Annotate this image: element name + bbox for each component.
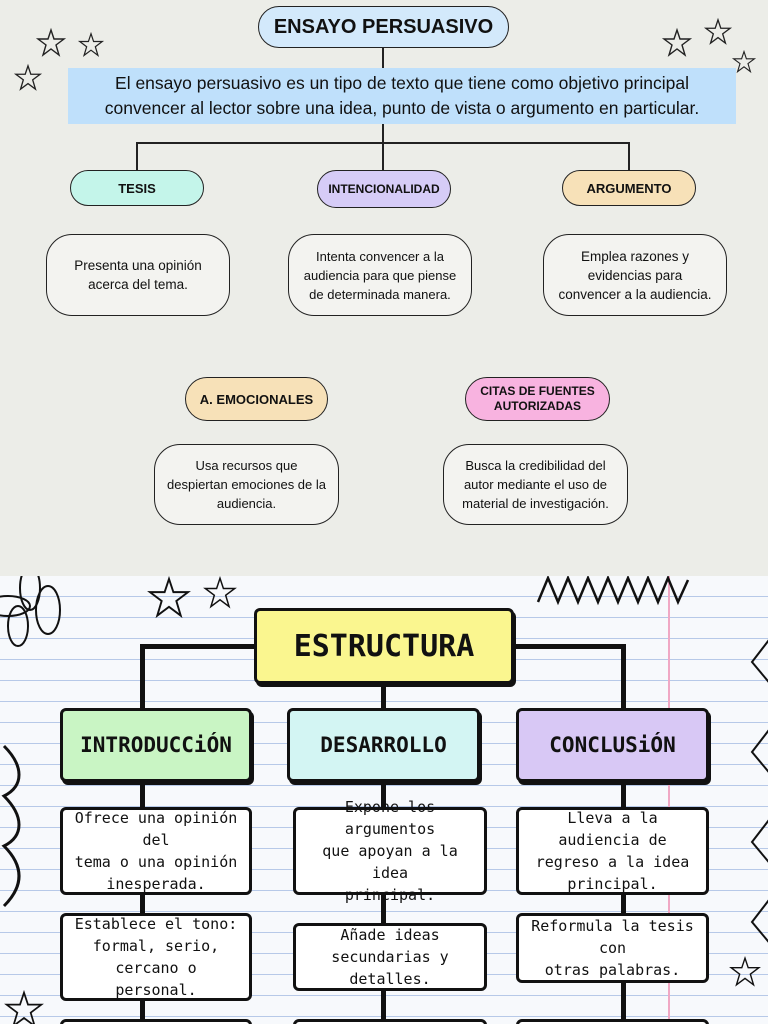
column-heading-desarrollo: DESARROLLO bbox=[287, 708, 480, 782]
star-icon bbox=[13, 63, 43, 91]
item-line: Expone los argumentos bbox=[344, 798, 436, 838]
item-line: personal. bbox=[115, 981, 197, 999]
concept-description: Presenta una opinión acerca del tema. bbox=[46, 234, 230, 316]
intro-line: El ensayo persuasivo es un tipo de texto… bbox=[115, 73, 689, 93]
structure-item: Expone los argumentos que apoyan a la id… bbox=[293, 798, 487, 904]
star-icon bbox=[661, 27, 693, 57]
item-line: Establece el tono: bbox=[74, 915, 238, 933]
item-line: Reformula la tesis con bbox=[531, 917, 694, 957]
concept-pill-intencionalidad: INTENCIONALIDAD bbox=[317, 170, 451, 208]
structure-title: ESTRUCTURA bbox=[254, 608, 514, 684]
concept-pill-tesis: TESIS bbox=[70, 170, 204, 206]
star-icon bbox=[703, 17, 733, 45]
description-line: Busca la credibilidad del bbox=[465, 458, 606, 473]
column-heading-text: DESARROLLO bbox=[320, 733, 447, 757]
structure-item: Ofrece una opinión del tema o una opinió… bbox=[60, 807, 252, 895]
item-line: tema o una opinión bbox=[74, 853, 238, 871]
star-icon bbox=[729, 955, 761, 987]
description-line: autor mediante el uso de bbox=[463, 477, 608, 492]
leaf-doodle-icon bbox=[1, 744, 21, 908]
description-line: Usa recursos que bbox=[195, 458, 298, 473]
resource-pill-citas: CITAS DE FUENTES AUTORIZADAS bbox=[465, 377, 610, 421]
intro-line: convencer al lector sobre una idea, punt… bbox=[104, 98, 700, 118]
concept-description: Emplea razones y evidencias para convenc… bbox=[543, 234, 727, 316]
description-line: convencer a la audiencia. bbox=[558, 286, 712, 302]
star-icon bbox=[203, 576, 237, 609]
concept-label: INTENCIONALIDAD bbox=[328, 182, 440, 196]
leaf-doodle-icon bbox=[750, 639, 768, 943]
star-icon bbox=[4, 989, 44, 1024]
item-line: formal, serio, cercano o bbox=[92, 937, 220, 977]
structure-item-partial bbox=[293, 1019, 487, 1024]
star-icon bbox=[147, 576, 191, 619]
resource-label: CITAS DE FUENTES bbox=[480, 384, 595, 398]
connector-line bbox=[382, 124, 384, 170]
resource-label: AUTORIZADAS bbox=[493, 399, 582, 413]
concept-label: TESIS bbox=[118, 180, 156, 196]
item-line: principal. bbox=[344, 886, 436, 904]
connector-line bbox=[136, 142, 630, 144]
column-heading-conclusion: CONCLUSiÓN bbox=[516, 708, 709, 782]
description-line: despiertan emociones de la bbox=[167, 477, 326, 492]
connector-line bbox=[136, 142, 138, 170]
connector-line bbox=[382, 48, 384, 68]
connector-line bbox=[628, 142, 630, 170]
description-line: Intenta convencer a la bbox=[316, 248, 444, 264]
item-line: principal. bbox=[567, 875, 658, 893]
description-line: audiencia. bbox=[216, 496, 277, 511]
structure-item-partial bbox=[60, 1019, 252, 1024]
item-line: secundarias y detalles. bbox=[331, 948, 449, 988]
flower-doodle-icon bbox=[0, 576, 61, 647]
zigzag-doodle-icon bbox=[536, 576, 690, 606]
item-line: que apoyan a la idea bbox=[322, 842, 458, 882]
description-line: de determinada manera. bbox=[309, 286, 451, 302]
column-heading-text: CONCLUSiÓN bbox=[549, 733, 676, 757]
resource-description: Busca la credibilidad del autor mediante… bbox=[443, 444, 628, 525]
persuasive-essay-map: ENSAYO PERSUASIVO El ensayo persuasivo e… bbox=[0, 0, 768, 576]
column-heading-text: INTRODUCCiÓN bbox=[80, 733, 232, 757]
concept-pill-argumento: ARGUMENTO bbox=[562, 170, 696, 206]
structure-map: ESTRUCTURA INTRODUCCiÓN DESARROLLO CONCL… bbox=[0, 576, 768, 1024]
item-line: otras palabras. bbox=[544, 961, 681, 979]
structure-item: Añade ideas secundarias y detalles. bbox=[293, 923, 487, 991]
star-icon bbox=[77, 31, 105, 57]
structure-title-text: ESTRUCTURA bbox=[293, 628, 475, 664]
resource-label: A. EMOCIONALES bbox=[199, 391, 314, 407]
intro-paragraph: El ensayo persuasivo es un tipo de texto… bbox=[68, 68, 736, 124]
margin-line bbox=[668, 576, 670, 1024]
description-line: audiencia para que piense bbox=[303, 267, 457, 283]
item-line: Ofrece una opinión del bbox=[74, 809, 238, 849]
description-line: evidencias para bbox=[587, 267, 683, 283]
item-line: inesperada. bbox=[106, 875, 206, 893]
structure-item: Establece el tono: formal, serio, cercan… bbox=[60, 913, 252, 1001]
concept-description: Intenta convencer a la audiencia para qu… bbox=[288, 234, 472, 316]
diagram-title: ENSAYO PERSUASIVO bbox=[258, 6, 509, 48]
column-heading-introduccion: INTRODUCCiÓN bbox=[60, 708, 252, 782]
star-icon bbox=[731, 49, 757, 74]
description-line: material de investigación. bbox=[462, 496, 609, 511]
star-icon bbox=[35, 27, 67, 57]
description-line: acerca del tema. bbox=[88, 277, 188, 292]
resource-pill-emocionales: A. EMOCIONALES bbox=[185, 377, 328, 421]
structure-item: Reformula la tesis con otras palabras. bbox=[516, 913, 709, 983]
item-line: regreso a la idea bbox=[535, 853, 690, 871]
item-line: Lleva a la audiencia de bbox=[558, 809, 667, 849]
concept-label: ARGUMENTO bbox=[586, 180, 672, 196]
item-line: Añade ideas bbox=[340, 926, 440, 944]
description-line: Presenta una opinión bbox=[74, 258, 202, 273]
description-line: Emplea razones y bbox=[580, 248, 690, 264]
structure-item: Lleva a la audiencia de regreso a la ide… bbox=[516, 807, 709, 895]
structure-item-partial bbox=[516, 1019, 709, 1024]
resource-description: Usa recursos que despiertan emociones de… bbox=[154, 444, 339, 525]
diagram-title-text: ENSAYO PERSUASIVO bbox=[273, 15, 494, 38]
